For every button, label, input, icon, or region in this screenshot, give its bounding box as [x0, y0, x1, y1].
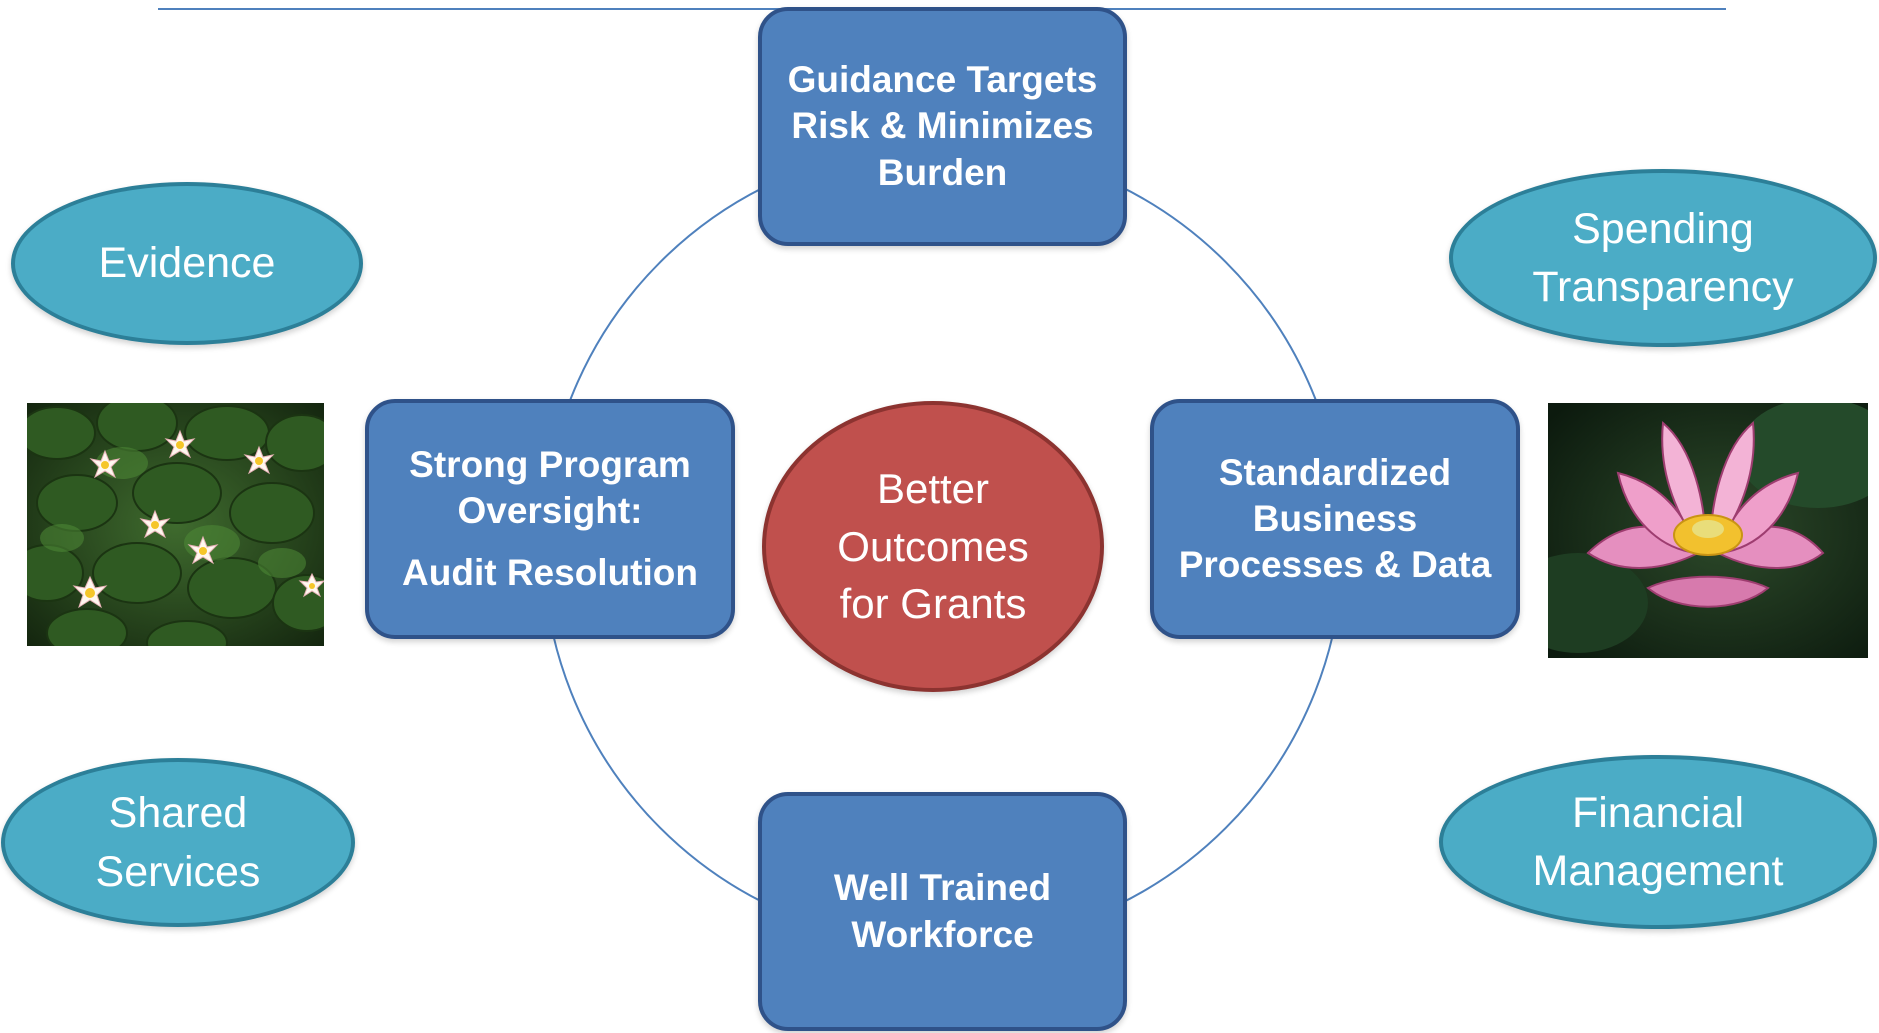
financial-line-1: Financial: [1571, 788, 1745, 837]
audit-resolution-line: Audit Resolution: [402, 552, 698, 594]
pink-lotus-flower-photo: [1548, 403, 1868, 658]
well-trained-workforce-box: Well Trained Workforce: [758, 792, 1127, 1031]
workforce-line-2: Workforce: [851, 913, 1034, 955]
workforce-line-1: Well Trained: [833, 867, 1052, 909]
guidance-targets-line-1: Guidance Targets: [787, 59, 1098, 101]
spending-line-1: Spending: [1572, 204, 1754, 253]
oversight-line-2: Oversight:: [457, 489, 643, 531]
shared-services-line-1: Shared: [108, 789, 248, 838]
guidance-targets-line-3: Burden: [877, 151, 1008, 193]
oversight-line-1: Strong Program: [409, 443, 691, 485]
better-outcomes-center: Better Outcomes for Grants: [762, 401, 1104, 692]
standardized-line-2: Business: [1252, 497, 1418, 539]
evidence-oval: Evidence: [11, 182, 363, 345]
standardized-business-processes-box: Standardized Business Processes & Data: [1150, 399, 1520, 639]
standardized-line-1: Standardized: [1218, 451, 1452, 493]
standardized-line-3: Processes & Data: [1178, 544, 1492, 586]
financial-management-oval: Financial Management: [1439, 755, 1877, 929]
shared-services-oval: Shared Services: [1, 758, 355, 927]
spending-line-2: Transparency: [1532, 263, 1794, 311]
guidance-targets-line-2: Risk & Minimizes: [791, 105, 1094, 147]
center-line-1: Better: [876, 464, 990, 512]
guidance-targets-box: Guidance Targets Risk & Minimizes Burden: [758, 7, 1127, 246]
center-line-2: Outcomes: [837, 522, 1029, 570]
shared-services-line-2: Services: [95, 847, 261, 896]
strong-program-oversight-box: Strong Program Oversight: Audit Resoluti…: [365, 399, 735, 639]
spending-transparency-oval: Spending Transparency: [1449, 169, 1877, 347]
financial-line-2: Management: [1532, 847, 1784, 895]
water-lilies-photo: [27, 403, 324, 646]
center-line-3: for Grants: [839, 580, 1027, 628]
evidence-label: Evidence: [98, 239, 276, 288]
